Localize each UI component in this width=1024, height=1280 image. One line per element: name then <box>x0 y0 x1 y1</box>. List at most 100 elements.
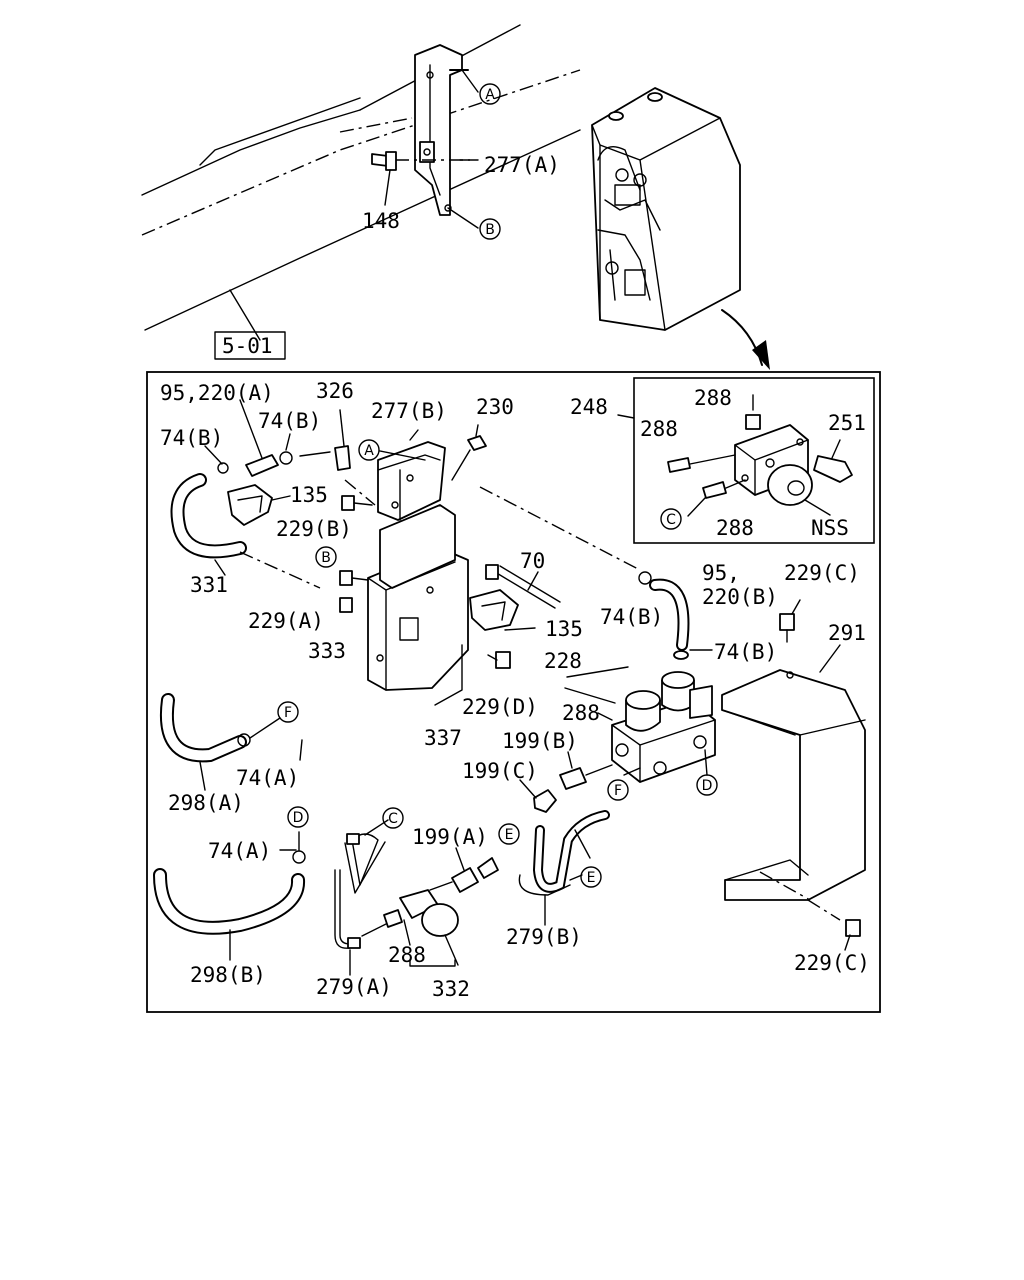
filter-332 <box>361 889 459 967</box>
svg-text:C: C <box>666 512 676 528</box>
label-229c-top: 229(C) <box>784 561 860 585</box>
circle-markers: A B A B C F F D D C E E <box>277 83 718 888</box>
bolt-333 <box>339 597 353 613</box>
bracket-337 <box>367 486 641 706</box>
label-95-220a: 95,220(A) <box>160 381 274 405</box>
pipe-220a <box>239 399 351 477</box>
label-229b: 229(B) <box>276 517 352 541</box>
svg-text:A: A <box>485 87 495 103</box>
svg-text:F: F <box>614 783 622 799</box>
label-288-valve: 288 <box>562 701 600 725</box>
fitting-199b <box>559 751 613 790</box>
pipe-220b <box>638 571 690 660</box>
tube-279a <box>334 819 389 976</box>
label-326: 326 <box>316 379 354 403</box>
svg-text:B: B <box>485 222 495 238</box>
hose-331 <box>170 462 321 589</box>
bolt-229c-top <box>779 599 801 643</box>
main-frame <box>146 371 881 1013</box>
bolt-229b <box>341 495 373 511</box>
bolt-229a <box>339 570 369 586</box>
cover-291 <box>721 644 866 901</box>
label-229d: 229(D) <box>462 695 538 719</box>
label-70: 70 <box>520 549 545 573</box>
cable-tie-70 <box>485 564 561 609</box>
svg-text:A: A <box>364 443 374 459</box>
marker-c-detail: C <box>660 508 682 530</box>
clip-135-top <box>227 484 291 526</box>
svg-text:D: D <box>293 810 304 826</box>
svg-text:B: B <box>321 550 331 566</box>
marker-b-detail: B <box>315 546 337 568</box>
label-229a: 229(A) <box>248 609 324 633</box>
marker-e-fitting: E <box>498 823 520 845</box>
hose-298b <box>153 831 306 961</box>
label-288-left: 288 <box>640 417 678 441</box>
bolt-229d <box>487 651 511 669</box>
label-220b: 220(B) <box>702 585 778 609</box>
svg-text:D: D <box>702 778 713 794</box>
clip-135-mid <box>469 589 536 631</box>
heater-box-overview <box>591 87 741 331</box>
marker-b-top: B <box>479 218 501 240</box>
label-279a: 279(A) <box>316 975 392 999</box>
detail-box-248 <box>617 377 875 544</box>
detail-arrow <box>721 309 770 370</box>
ref-box-label: 5-01 <box>222 334 273 358</box>
label-288-bottom: 288 <box>716 516 754 540</box>
label-74a-mid: 74(A) <box>208 839 271 863</box>
marker-c-tube: C <box>382 807 404 829</box>
label-332: 332 <box>432 977 470 1001</box>
label-277b: 277(B) <box>371 399 447 423</box>
label-279b: 279(B) <box>506 925 582 949</box>
svg-text:C: C <box>388 811 398 827</box>
label-74b-right1: 74(B) <box>600 605 663 629</box>
bracket-277a <box>339 44 479 229</box>
fitting-199a <box>429 847 499 893</box>
label-135-mid: 135 <box>545 617 583 641</box>
label-199c: 199(C) <box>462 759 538 783</box>
label-288-filter: 288 <box>388 943 426 967</box>
label-74b-right2: 74(B) <box>714 640 777 664</box>
label-331: 331 <box>190 573 228 597</box>
label-248: 248 <box>570 395 608 419</box>
label-199a: 199(A) <box>412 825 488 849</box>
marker-d-valve: D <box>696 774 718 796</box>
label-95-b: 95, <box>702 561 740 585</box>
hose-298a <box>159 693 281 791</box>
valve-228 <box>564 666 716 783</box>
label-199b: 199(B) <box>502 729 578 753</box>
marker-a-detail: A <box>358 439 380 461</box>
label-251: 251 <box>828 411 866 435</box>
label-135-top: 135 <box>290 483 328 507</box>
label-277a: 277(A) <box>484 153 560 177</box>
label-288-top: 288 <box>694 386 732 410</box>
label-291: 291 <box>828 621 866 645</box>
reference-box: 5-01 <box>214 331 286 360</box>
label-74b-mid: 74(B) <box>258 409 321 433</box>
tube-279b <box>518 810 610 926</box>
label-229c-bottom: 229(C) <box>794 951 870 975</box>
label-228: 228 <box>544 649 582 673</box>
bolt-229c-bottom <box>807 899 861 951</box>
nut-230 <box>451 424 487 481</box>
marker-e-tube: E <box>580 866 602 888</box>
bolt-148 <box>371 151 397 206</box>
frame-rail <box>141 24 581 341</box>
label-337: 337 <box>424 726 462 750</box>
label-333: 333 <box>308 639 346 663</box>
marker-f-valve: F <box>607 779 629 801</box>
marker-d-left: D <box>287 806 309 828</box>
fitting-199c <box>519 779 557 813</box>
svg-text:E: E <box>587 870 596 886</box>
label-nss: NSS <box>811 516 849 540</box>
part-labels: 148 277(A) 95,220(A) 326 277(B) 230 248 … <box>160 153 870 1001</box>
label-148: 148 <box>362 209 400 233</box>
leader-lines <box>204 433 713 851</box>
svg-text:E: E <box>505 827 514 843</box>
svg-text:F: F <box>284 705 292 721</box>
label-298a: 298(A) <box>168 791 244 815</box>
marker-a-top: A <box>479 83 501 105</box>
bracket-277b <box>344 429 446 521</box>
